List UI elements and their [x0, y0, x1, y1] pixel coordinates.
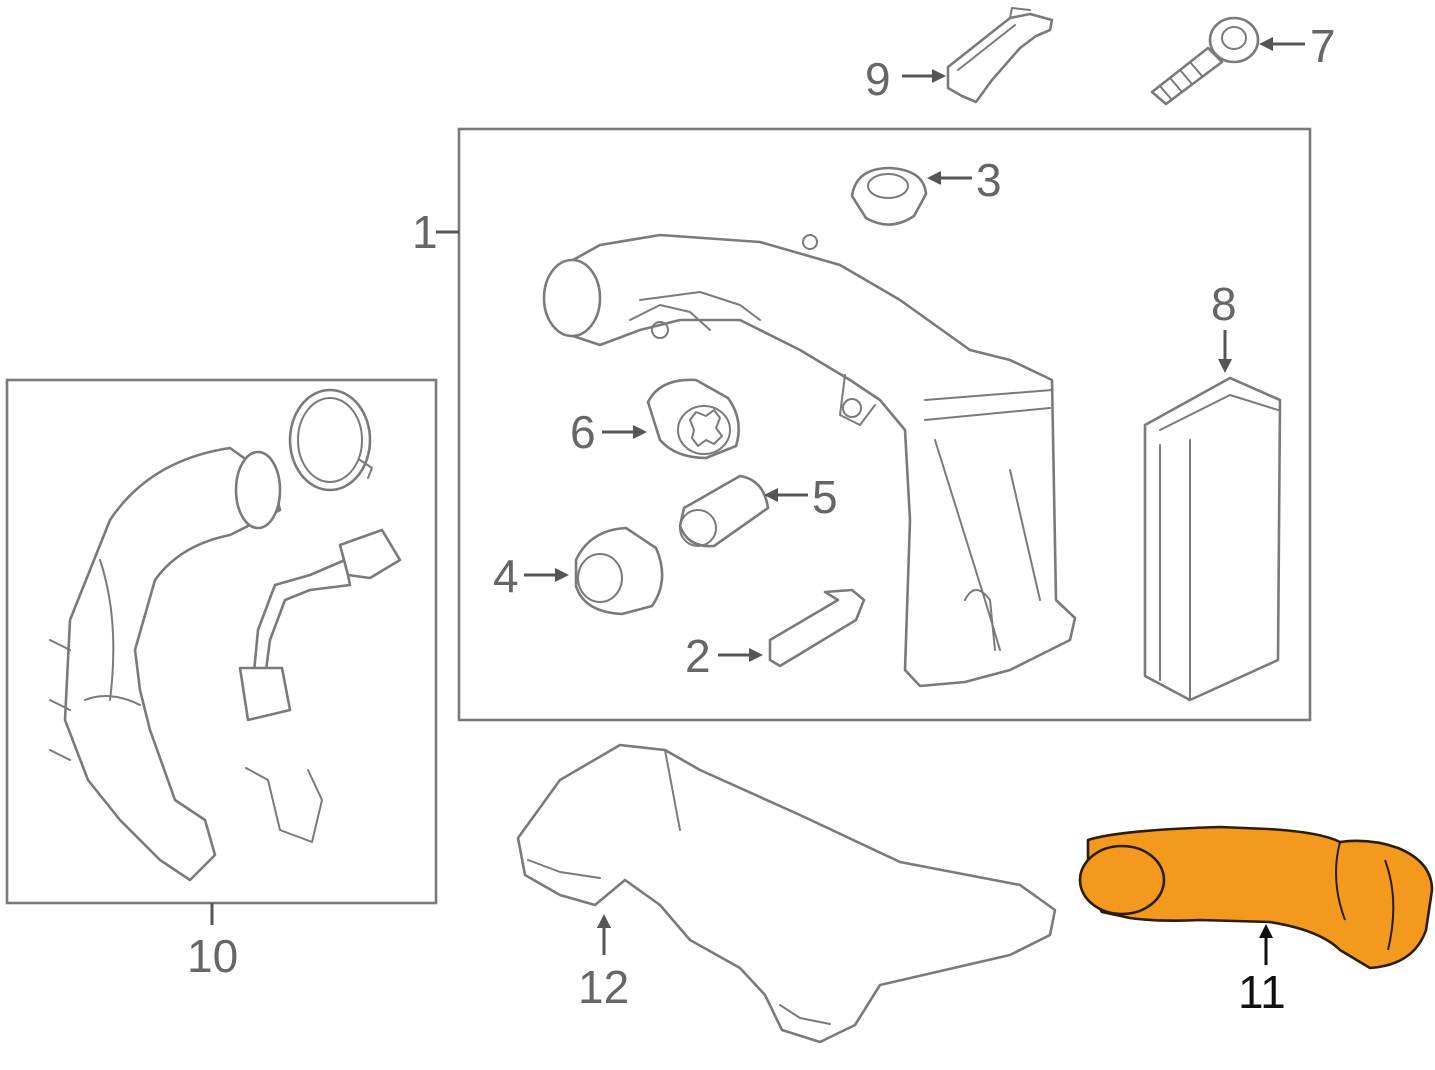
part-11-duct-highlighted[interactable]: [1078, 825, 1434, 970]
part-7-bolt[interactable]: [1150, 16, 1260, 106]
callout-6: 6: [570, 406, 596, 458]
callout-12: 12: [578, 961, 629, 1013]
part-2-bracket[interactable]: [768, 588, 866, 668]
part-6-bushing[interactable]: [646, 378, 740, 460]
part-10-clip[interactable]: [245, 767, 323, 843]
callout-2: 2: [685, 630, 711, 682]
callout-11: 11: [1238, 966, 1286, 1018]
part-10-hose[interactable]: [49, 446, 282, 882]
callout-9: 9: [865, 53, 891, 105]
part-5-sleeve[interactable]: [678, 474, 770, 548]
assembly-box-1: [457, 127, 1312, 722]
callout-5: 5: [812, 471, 838, 523]
part-4-grommet[interactable]: [574, 526, 664, 616]
part-12-duct[interactable]: [516, 743, 1057, 1044]
callout-10: 10: [187, 930, 238, 982]
callout-7: 7: [1310, 20, 1336, 72]
callout-3: 3: [976, 154, 1002, 206]
part-1-air-duct[interactable]: [542, 233, 1077, 688]
callout-arrows: [210, 37, 1305, 965]
part-9-connector[interactable]: [946, 7, 1054, 104]
callout-8: 8: [1211, 278, 1237, 330]
part-8-air-filter[interactable]: [1143, 376, 1282, 702]
part-3-grommet[interactable]: [850, 166, 928, 226]
part-10-harness[interactable]: [238, 528, 402, 722]
assembly-box-10: [5, 378, 438, 905]
part-10-clamp[interactable]: [288, 388, 373, 492]
callout-1: 1: [412, 206, 438, 258]
callout-4: 4: [493, 550, 519, 602]
